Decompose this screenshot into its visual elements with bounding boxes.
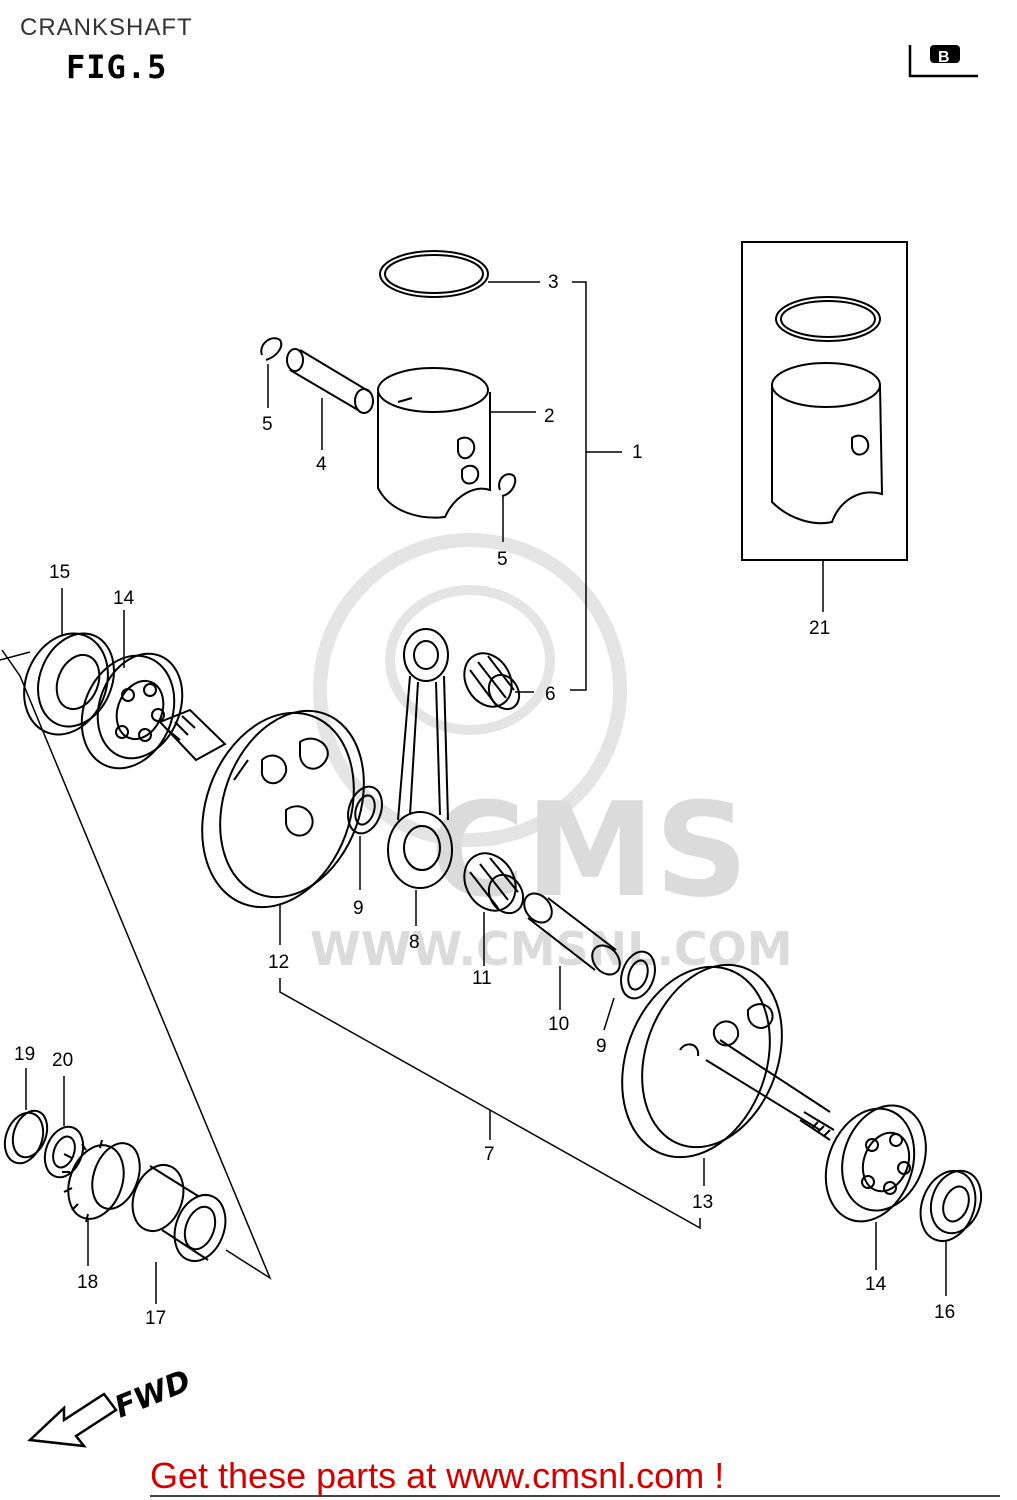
- get-parts-link[interactable]: Get these parts at www.cmsnl.com !: [150, 1455, 725, 1496]
- callout-2: 2: [544, 406, 555, 427]
- corner-tag-label: B: [938, 49, 950, 66]
- callout-3: 3: [548, 272, 559, 293]
- callout-8: 8: [409, 932, 420, 953]
- callout-5-left: 5: [262, 414, 273, 435]
- thrust-washer-part-9-upper: [347, 785, 383, 835]
- callout-5-right: 5: [497, 549, 508, 570]
- crank-pin-part-10: [523, 892, 621, 976]
- callout-15: 15: [49, 562, 70, 583]
- circlip-part-5-left: [260, 337, 283, 361]
- primary-gear-part-18: [62, 1139, 141, 1223]
- figure-number: FIG.5: [66, 48, 168, 86]
- leader-lines: [0, 281, 947, 1304]
- callout-7: 7: [484, 1144, 495, 1165]
- spacer-part-19: [3, 1109, 49, 1165]
- callout-21: 21: [809, 618, 830, 639]
- callout-6: 6: [545, 684, 556, 705]
- callout-9-lower: 9: [596, 1036, 607, 1057]
- piston-set-part-21: [771, 296, 884, 525]
- bearing-part-14-left: [80, 652, 184, 770]
- callout-14-right: 14: [865, 1274, 887, 1295]
- sleeve-part-17: [131, 1164, 227, 1262]
- piston-part-2: [377, 367, 491, 519]
- callout-12: 12: [268, 952, 289, 973]
- callout-18: 18: [77, 1272, 98, 1293]
- page-title: CRANKSHAFT: [20, 14, 193, 41]
- callout-16: 16: [934, 1302, 955, 1323]
- piston-set-frame-part-21: [741, 241, 908, 561]
- needle-bearing-part-6: [463, 652, 521, 711]
- piston-ring-part-3: [379, 250, 489, 298]
- callout-11: 11: [472, 968, 492, 989]
- callout-4: 4: [316, 454, 327, 475]
- crank-half-part-13: [621, 963, 835, 1159]
- forward-direction-indicator: FWD: [27, 1364, 196, 1448]
- piston-pin-part-4: [286, 348, 374, 414]
- watermark: CMS WWW.CMSNL.COM: [310, 533, 793, 976]
- connecting-rod-part-8: [387, 628, 453, 889]
- oil-seal-part-16: [919, 1169, 983, 1242]
- callout-numbers: 1 2 3 4 5 5 6 7 8 9 9 10 11 12 13 14 14 …: [14, 272, 955, 1329]
- bearing-part-14-right: [824, 1104, 927, 1223]
- crank-half-part-12: [158, 708, 365, 909]
- callout-20: 20: [52, 1050, 73, 1071]
- callout-14-left: 14: [113, 588, 135, 609]
- callout-10: 10: [548, 1014, 569, 1035]
- thrust-washer-part-9-lower: [620, 950, 656, 1000]
- fwd-label: FWD: [110, 1364, 196, 1426]
- oil-seal-part-15: [23, 632, 115, 736]
- needle-bearing-part-11: [463, 852, 525, 915]
- washer-part-20: [43, 1125, 85, 1179]
- callout-17: 17: [145, 1308, 166, 1329]
- arrow-left-icon: [27, 1392, 118, 1448]
- callout-1: 1: [632, 442, 643, 463]
- watermark-brand: CMS: [430, 774, 748, 926]
- corner-tag: B: [908, 45, 978, 78]
- callout-9-upper: 9: [353, 898, 364, 919]
- callout-13: 13: [692, 1192, 713, 1213]
- circlip-part-5-right: [498, 473, 517, 497]
- callout-19: 19: [14, 1044, 35, 1065]
